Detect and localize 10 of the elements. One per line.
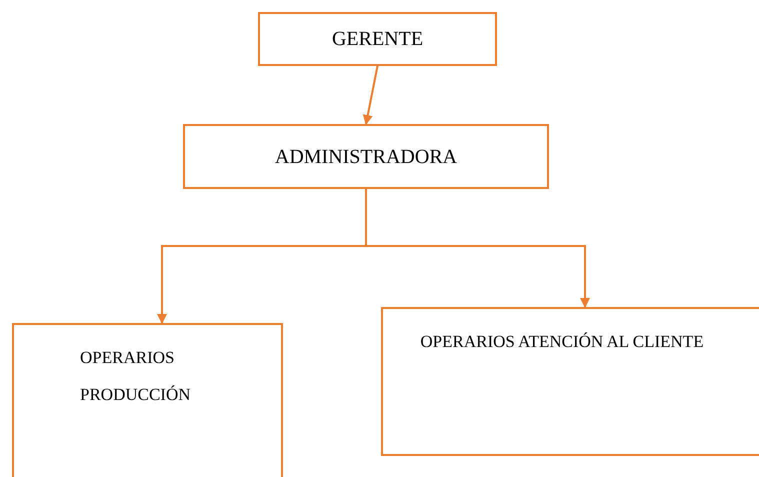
box-label: ADMINISTRADORA (274, 145, 458, 170)
org-box (12, 323, 283, 477)
box-label: OPERARIOS PRODUCCIÓN (80, 347, 192, 406)
box-label: GERENTE (332, 27, 424, 52)
arrow (362, 66, 378, 125)
arrow (365, 189, 590, 308)
org-box (258, 12, 497, 66)
org-box (183, 124, 549, 189)
org-box (381, 307, 759, 456)
box-label: OPERARIOS ATENCIÓN AL CLIENTE (419, 331, 705, 353)
